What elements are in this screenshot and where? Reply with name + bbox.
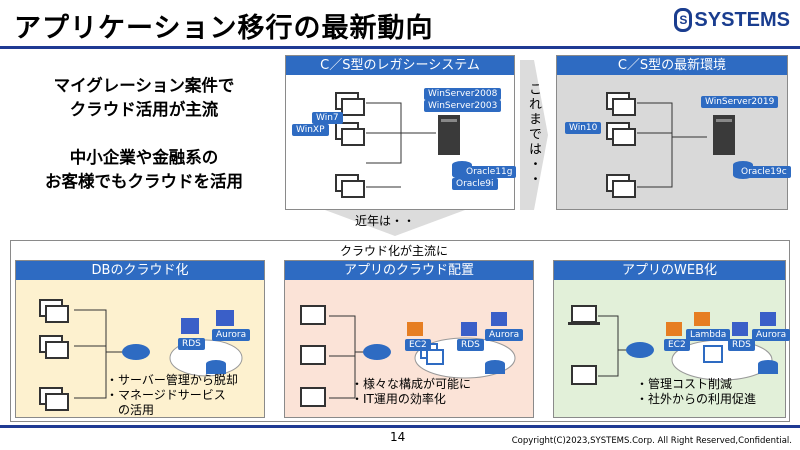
client-tag: WinXP xyxy=(292,124,329,136)
card-web-app: アプリのWEB化 EC2 Lambda RDS Aurora ・管理コスト削減 … xyxy=(553,260,791,418)
service-tag: Aurora xyxy=(752,329,791,341)
footer-rule xyxy=(0,425,800,428)
client-tag: Win10 xyxy=(565,122,602,134)
bullet-item: ・管理コスト削減 xyxy=(636,377,733,391)
service-tag: EC2 xyxy=(664,339,690,351)
server-icon xyxy=(713,115,735,155)
service-tag: EC2 xyxy=(405,339,431,351)
lead-text-1: マイグレーション案件で クラウド活用が主流 xyxy=(10,74,278,122)
bullet-item: ・マネージドサービス xyxy=(106,388,226,402)
right-arrow xyxy=(520,60,548,210)
pc-icon xyxy=(335,92,365,198)
client-tag: Win7 xyxy=(312,112,343,124)
service-tag: RDS xyxy=(728,339,755,351)
card-app-cloud: アプリのクラウド配置 EC2 RDS Aurora ・様々な構成が可能に ・IT… xyxy=(284,260,534,418)
pc-icon xyxy=(300,305,326,325)
aurora-icon xyxy=(760,312,776,326)
service-tag: Aurora xyxy=(212,329,251,341)
logo-mark-icon: S xyxy=(674,8,693,32)
card-diagram xyxy=(300,305,516,407)
pc-icon xyxy=(606,92,636,198)
latest-panel-title: C／S型の最新環境 xyxy=(557,56,787,75)
rds-icon xyxy=(732,322,748,336)
rds-icon xyxy=(461,322,477,336)
laptop-icon xyxy=(571,305,597,323)
lambda-icon xyxy=(694,312,710,326)
recent-label: 近年は・・ xyxy=(355,214,416,228)
service-tag: RDS xyxy=(457,339,484,351)
legacy-panel: C／S型のレガシーシステム Win7 WinXP WinServer2008 W… xyxy=(285,55,517,210)
arrow-text: これまでは・・ xyxy=(526,82,541,187)
service-tag: Aurora xyxy=(485,329,524,341)
web-browser-icon xyxy=(703,345,723,363)
server-icon xyxy=(438,115,460,155)
lead-text-2: 中小企業や金融系の お客様でもクラウドを活用 xyxy=(10,146,278,194)
server-tag: WinServer2019 xyxy=(701,96,779,108)
card-title: アプリのクラウド配置 xyxy=(285,261,533,280)
router-icon xyxy=(122,344,150,360)
card-bullets: ・様々な構成が可能に ・IT運用の効率化 xyxy=(351,377,471,407)
db-tag: Oracle9i xyxy=(452,178,498,190)
router-icon xyxy=(363,344,391,360)
cloud-label: クラウド化が主流に xyxy=(340,244,449,258)
page-number: 14 xyxy=(390,430,406,444)
page-title: アプリケーション移行の最新動向 xyxy=(14,13,434,44)
lead-line: クラウド活用が主流 xyxy=(69,100,219,119)
company-logo: S SYSTEMS xyxy=(674,8,790,32)
bullet-item: ・サーバー管理から脱却 xyxy=(106,373,238,387)
service-tag: Lambda xyxy=(686,329,731,341)
router-icon xyxy=(626,342,654,358)
aurora-icon xyxy=(491,312,507,326)
card-bullets: ・管理コスト削減 ・社外からの利用促進 xyxy=(636,377,756,407)
card-diagram xyxy=(568,305,778,385)
bullet-item: ・IT運用の効率化 xyxy=(351,392,446,406)
latest-diagram xyxy=(606,92,753,198)
logo-text: SYSTEMS xyxy=(694,8,790,31)
service-tag: RDS xyxy=(178,338,205,350)
ec2-icon xyxy=(407,322,423,336)
header-rule xyxy=(0,46,800,49)
pc-icon xyxy=(571,365,597,385)
lead-line: マイグレーション案件で xyxy=(53,76,235,95)
card-bullets: ・サーバー管理から脱却 ・マネージドサービス の活用 xyxy=(106,373,238,418)
down-arrow xyxy=(325,210,465,236)
db-tag: Oracle19c xyxy=(737,166,791,178)
card-db-cloud: DBのクラウド化 RDS Aurora ・サーバー管理から脱却 ・マネージドサー… xyxy=(15,260,265,418)
db-tag: Oracle11g xyxy=(462,166,517,178)
server-tag: WinServer2008 xyxy=(424,88,502,100)
card-title: DBのクラウド化 xyxy=(16,261,264,280)
server-tag: WinServer2003 xyxy=(424,100,502,112)
legacy-panel-title: C／S型のレガシーシステム xyxy=(286,56,514,75)
card-title: アプリのWEB化 xyxy=(554,261,785,280)
copyright-text: Copyright(C)2023,SYSTEMS.Corp. All Right… xyxy=(511,436,792,446)
ec2-icon xyxy=(666,322,682,336)
latest-panel: C／S型の最新環境 Win10 WinServer2019 Oracle19c xyxy=(556,55,791,210)
lead-line: お客様でもクラウドを活用 xyxy=(45,172,243,191)
rds-icon xyxy=(181,318,199,334)
bullet-item: ・社外からの利用促進 xyxy=(636,392,757,406)
lead-line: 中小企業や金融系の xyxy=(69,148,219,167)
bullet-item: の活用 xyxy=(106,403,155,417)
bullet-item: ・様々な構成が可能に xyxy=(351,377,472,391)
aurora-icon xyxy=(216,310,234,326)
